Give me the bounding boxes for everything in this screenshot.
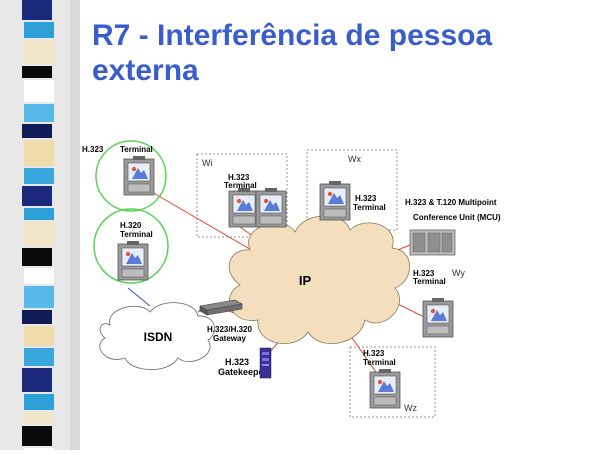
left-top-protocol: H.323	[82, 145, 104, 154]
zone-wz-label: Wz	[404, 403, 417, 413]
stripe-block	[22, 426, 52, 446]
decorative-stripe	[0, 0, 80, 450]
mcu-label-line1: H.323 & T.120 Multipoint	[405, 198, 497, 207]
stripe-block	[24, 412, 54, 424]
left-mid-name: Terminal	[120, 230, 153, 239]
wi-terminal-protocol: H.323	[228, 173, 250, 182]
slide-title-line2: externa	[92, 54, 199, 87]
zone-wx-box	[306, 149, 398, 231]
circle-h323-terminal	[95, 140, 167, 212]
stripe-block	[24, 80, 54, 102]
terminal-pc-icon	[319, 180, 351, 221]
stripe-block	[22, 248, 52, 266]
stripe-block	[24, 394, 54, 410]
stripe-block	[24, 140, 54, 166]
network-diagram: IP ISDN H.323 Terminal H.320 Terminal Wi…	[80, 120, 600, 450]
zone-wx-label: Wx	[348, 154, 361, 164]
mcu-rack-icon	[409, 229, 456, 256]
stripe-block	[24, 40, 54, 64]
stripe-block	[24, 268, 54, 284]
wx-terminal-name: Terminal	[353, 203, 386, 212]
left-mid-protocol: H.320	[120, 221, 142, 230]
gateway-label-line2: Gateway	[213, 334, 246, 343]
slide-title: R7 - Interferência de pessoa externa	[92, 18, 592, 88]
terminal-pc-icon	[255, 187, 287, 228]
wz-terminal-name: Terminal	[363, 358, 396, 367]
ip-cloud: IP	[228, 215, 410, 345]
gatekeeper-tower-icon	[259, 347, 272, 379]
stripe-block	[22, 0, 52, 20]
terminal-pc-icon	[422, 297, 454, 338]
circle-h320-terminal	[93, 208, 169, 284]
gatekeeper-label-line2: Gatekeeper	[218, 367, 268, 377]
wz-terminal-protocol: H.323	[363, 349, 385, 358]
stripe-block	[24, 168, 54, 184]
stripe-block	[22, 124, 52, 138]
stripe-block	[24, 222, 54, 246]
stripe-block	[24, 22, 54, 38]
stripe-block	[24, 326, 54, 346]
zone-wy-label: Wy	[452, 268, 465, 278]
isdn-cloud-label: ISDN	[144, 330, 173, 344]
stripe-block	[24, 448, 54, 450]
stripe-block	[22, 66, 52, 78]
stripe-block	[24, 348, 54, 366]
slide-title-line1: R7 - Interferência de pessoa	[92, 19, 493, 52]
terminal-pc-icon	[228, 187, 260, 228]
zone-wi-box	[196, 153, 288, 238]
isdn-cloud: ISDN	[99, 302, 215, 371]
left-top-name: Terminal	[120, 145, 153, 154]
stripe-block	[22, 310, 52, 324]
gatekeeper-label-line1: H.323	[225, 357, 249, 367]
stripe-block	[24, 286, 54, 308]
mcu-label-line2: Conference Unit (MCU)	[413, 213, 501, 222]
stripe-block	[22, 186, 52, 206]
zone-wi-label: Wi	[202, 158, 213, 168]
stripe-block	[24, 104, 54, 122]
ip-cloud-label: IP	[299, 273, 312, 288]
stripe-block	[22, 368, 52, 392]
terminal-pc-icon	[369, 368, 401, 409]
gateway-router-icon	[199, 299, 243, 316]
zone-wz-box	[349, 346, 436, 418]
terminal-pc-icon	[117, 240, 149, 281]
wy-terminal-name: Terminal	[413, 277, 446, 286]
terminal-pc-icon	[123, 155, 155, 196]
wx-terminal-protocol: H.323	[355, 194, 377, 203]
wy-terminal-protocol: H.323	[413, 269, 435, 278]
stripe-block	[24, 208, 54, 220]
gateway-label-line1: H.323/H.320	[207, 325, 252, 334]
wi-terminal-name: Terminal	[224, 181, 257, 190]
